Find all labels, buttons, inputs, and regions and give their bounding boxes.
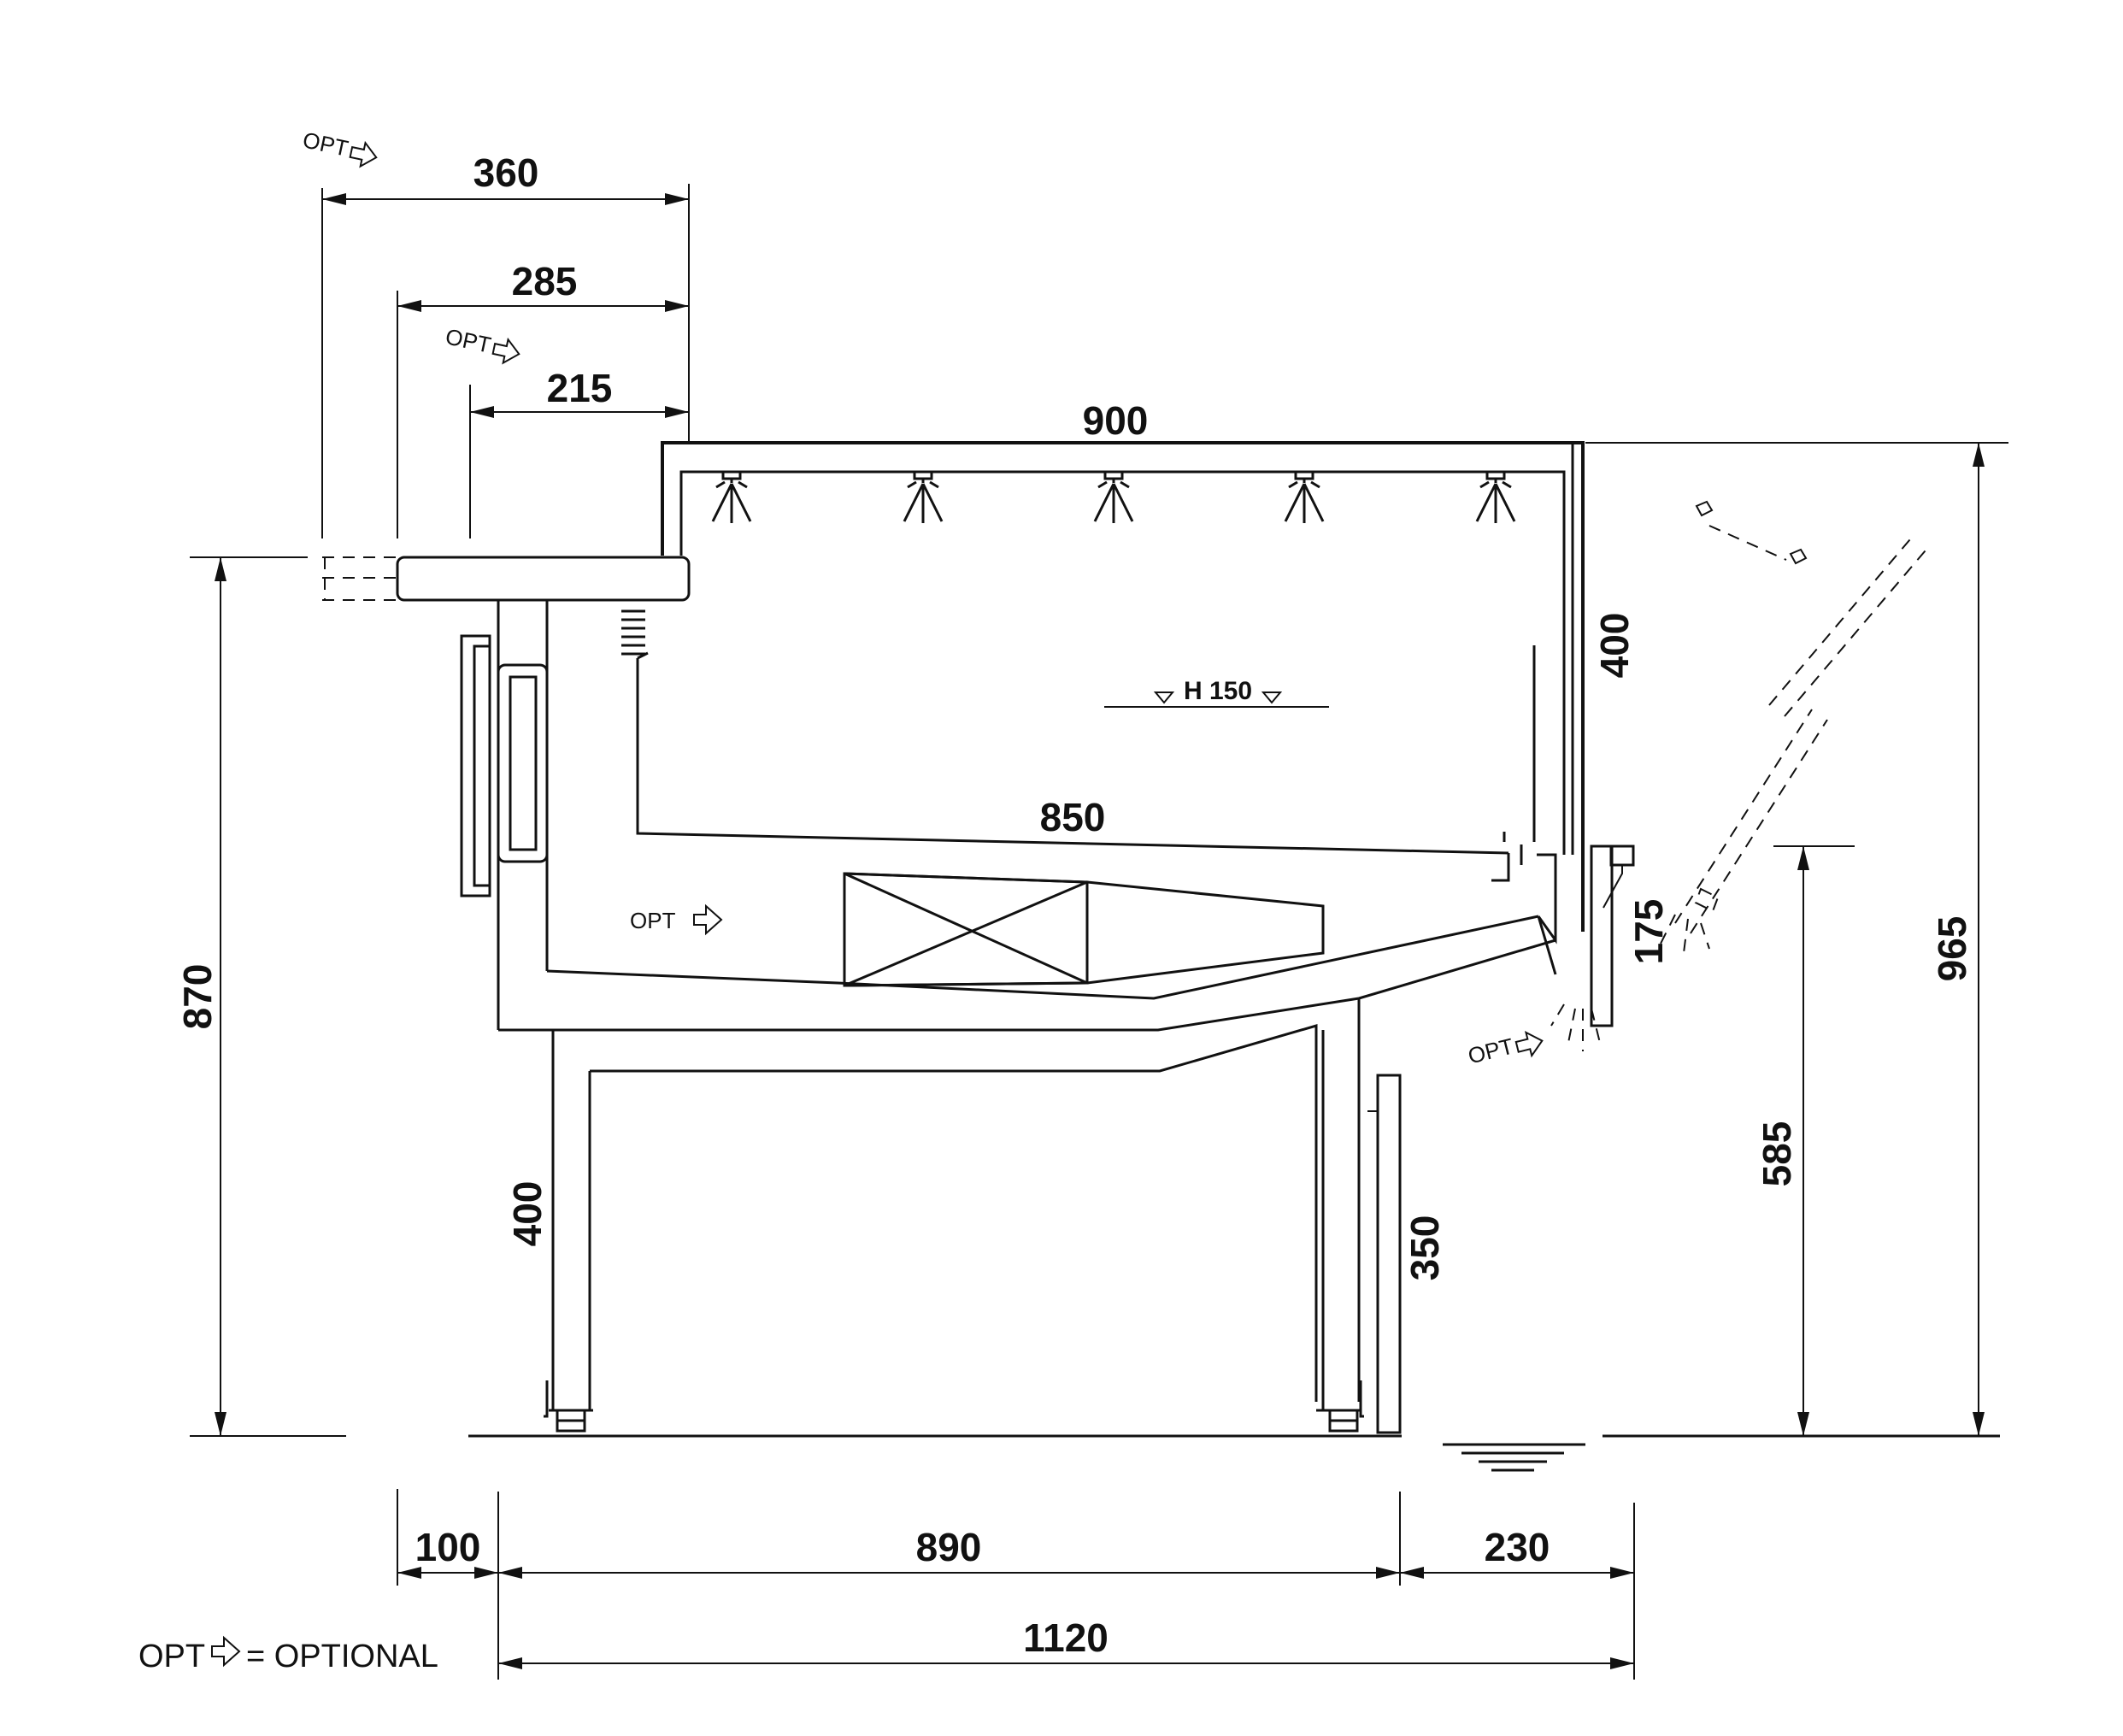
legend: OPT = OPTIONAL	[138, 1635, 438, 1674]
fan-coil-icon	[843, 872, 1325, 987]
spotlight-icon	[1475, 472, 1516, 523]
dim-870: 870	[175, 964, 220, 1030]
optional-arrow-icon	[211, 1635, 241, 1668]
dim-850: 850	[1040, 795, 1106, 839]
base-frame: 400 350	[505, 1030, 1447, 1434]
svg-text:OPT: OPT	[630, 908, 676, 933]
serving-shelf	[322, 556, 691, 602]
vent-grille	[621, 609, 645, 656]
dim-glass-400: 400	[1592, 613, 1637, 679]
svg-text:OPT: OPT	[1466, 1033, 1516, 1068]
opt-label-right: OPT	[1466, 1030, 1544, 1069]
spotlight-icon	[1284, 472, 1325, 523]
ground-symbol-icon	[1443, 1443, 1585, 1472]
shelf-width-dimensions: 360 285 215	[321, 150, 690, 538]
optional-arrow-icon	[349, 140, 378, 168]
dim-900: 900	[1083, 398, 1149, 443]
product-height-label: H 150	[1184, 677, 1252, 705]
dim-890: 890	[916, 1525, 982, 1569]
dim-360: 360	[473, 150, 539, 195]
optional-arrow-icon	[491, 337, 520, 365]
opt-label-top-2: OPT	[444, 323, 520, 365]
optional-arrow-icon	[1514, 1030, 1544, 1058]
dim-1120: 1120	[1023, 1615, 1109, 1660]
spotlight-icon	[711, 472, 752, 523]
dim-585: 585	[1755, 1121, 1799, 1187]
dim-leg-400: 400	[505, 1181, 550, 1247]
dim-100: 100	[415, 1525, 481, 1569]
spotlight-icon	[1093, 472, 1134, 523]
width-dimensions: 100 890 230 1120	[397, 1489, 1635, 1680]
display-tray: 850 H 150	[621, 609, 1536, 882]
legend-optional: = OPTIONAL	[246, 1639, 438, 1674]
dim-panel-350: 350	[1403, 1215, 1447, 1281]
spotlight-icon	[903, 472, 944, 523]
dim-285: 285	[512, 259, 578, 303]
dim-light-175: 175	[1626, 899, 1671, 965]
height-dimensions: 870 965 585	[175, 442, 2008, 1437]
cabinet-body	[460, 600, 1557, 1402]
svg-text:OPT: OPT	[444, 323, 494, 357]
dim-215: 215	[547, 366, 613, 410]
floor	[468, 1434, 2000, 1472]
dim-230: 230	[1485, 1525, 1550, 1569]
optional-arrow-icon	[693, 903, 723, 936]
canopy-lights	[711, 472, 1516, 523]
opt-label-top-1: OPT	[301, 127, 378, 168]
legend-opt: OPT	[138, 1639, 205, 1674]
product-height-marker: H 150	[1104, 677, 1329, 708]
opt-label-mid: OPT	[630, 903, 723, 936]
rear-fixtures: 400 175	[1550, 500, 1931, 1051]
dim-965: 965	[1930, 916, 1974, 982]
svg-text:OPT: OPT	[301, 127, 351, 161]
